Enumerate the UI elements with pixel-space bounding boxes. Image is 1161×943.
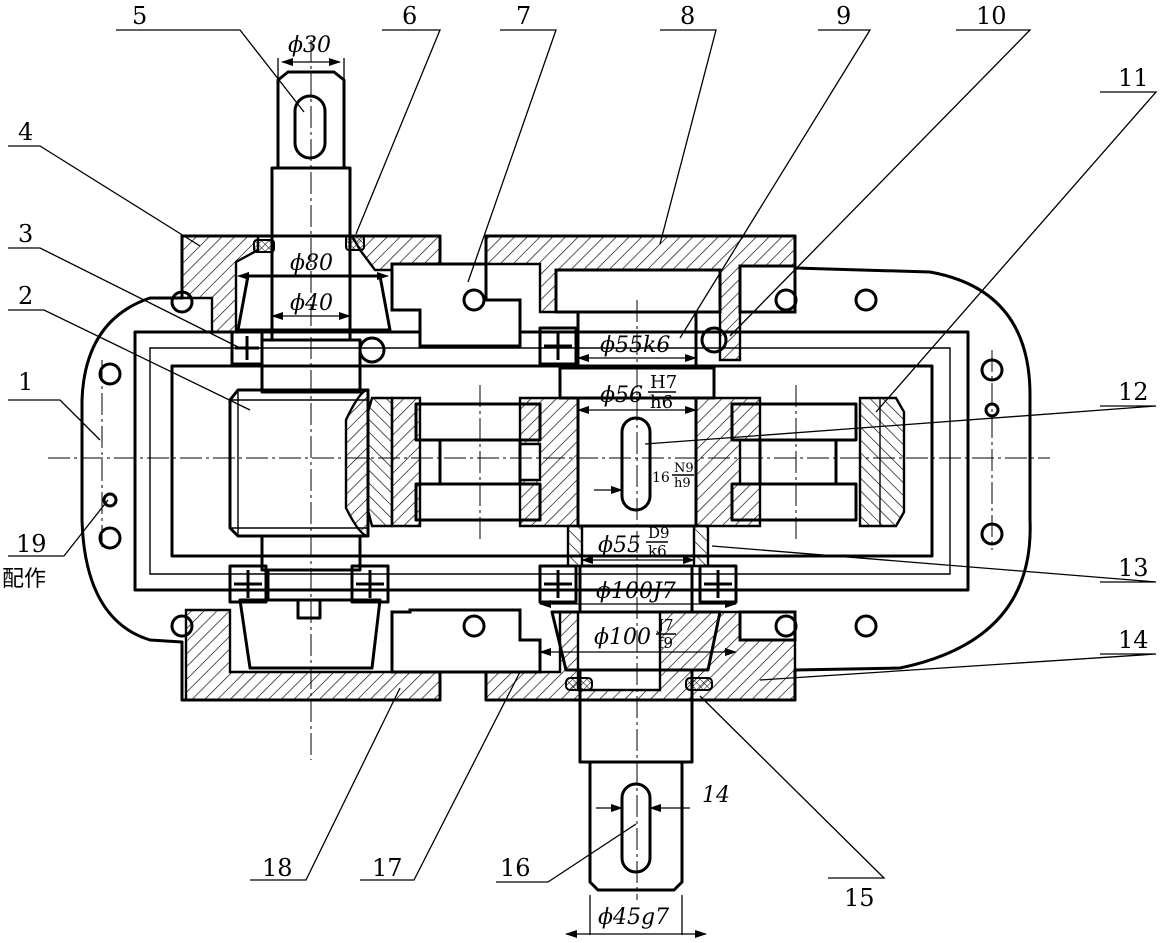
- dim-phi100J7: ϕ100J7: [596, 579, 676, 604]
- dim-key16-upper: N9: [674, 461, 694, 476]
- dim-phi55k6: ϕ55k6: [600, 333, 670, 358]
- callout-14: 14: [1118, 626, 1149, 654]
- callout-3: 3: [18, 220, 33, 248]
- dim-phi100-lower: f9: [658, 634, 673, 652]
- callout-9: 9: [836, 2, 851, 30]
- callout-18: 18: [262, 854, 293, 882]
- dim-phi100-base: ϕ100: [594, 625, 651, 650]
- bearing-blocks: [390, 262, 797, 674]
- dim-phi55-lower: k6: [648, 542, 667, 560]
- input-shaft: [236, 70, 392, 670]
- callout-17: 17: [372, 854, 403, 882]
- dim-key14: 14: [702, 783, 730, 808]
- callout-labels: 1 2 3 4 5 6 7 8 9 10 11 12 13 14 15 16 1…: [2, 2, 1149, 912]
- callout-2: 2: [18, 282, 33, 310]
- callout-19: 19: [16, 530, 47, 558]
- callout-16: 16: [500, 854, 531, 882]
- dim-phi55-upper: D9: [648, 524, 670, 542]
- center-lines: [48, 40, 1050, 900]
- dim-phi30: ϕ30: [288, 33, 331, 58]
- pinion-gear: [228, 388, 370, 538]
- plus-mark-6: [698, 564, 738, 604]
- dim-phi80: ϕ80: [290, 251, 333, 276]
- plus-mark-1: [230, 330, 264, 366]
- callout-leaders: [8, 29, 1158, 883]
- dim-phi56-lower: h6: [650, 392, 673, 413]
- dim-key16-base: 16: [652, 470, 670, 486]
- plus-mark-4: [350, 564, 390, 604]
- housing-outline: [80, 234, 1032, 702]
- plus-mark-5: [538, 564, 578, 604]
- dim-phi56-base: ϕ56: [600, 383, 643, 408]
- dim-key16-lower: h9: [674, 476, 691, 491]
- callout-7: 7: [516, 2, 531, 30]
- dimension-labels: ϕ30 ϕ80 ϕ40 ϕ55k6 ϕ56 H7 h6 16 N9 h9 ϕ55…: [288, 33, 730, 930]
- dim-phi45g7: ϕ45g7: [598, 905, 669, 930]
- callout-12: 12: [1118, 378, 1149, 406]
- plus-mark-3: [228, 564, 268, 604]
- callout-10: 10: [976, 2, 1007, 30]
- output-shaft: [550, 310, 722, 892]
- dim-phi40: ϕ40: [290, 291, 333, 316]
- callout-4: 4: [18, 118, 33, 146]
- callout-8: 8: [680, 2, 695, 30]
- callout-11: 11: [1118, 64, 1149, 92]
- callout-5: 5: [132, 2, 147, 30]
- callout-13: 13: [1118, 554, 1149, 582]
- callout-6: 6: [402, 2, 417, 30]
- plus-mark-2: [538, 326, 578, 366]
- match-drill-note: 配作: [2, 567, 46, 592]
- callout-15: 15: [844, 884, 875, 912]
- dim-phi55-base: ϕ55: [598, 533, 641, 558]
- large-gear: [366, 396, 906, 528]
- dim-phi56-upper: H7: [650, 372, 677, 393]
- dim-phi100-upper: J7: [656, 616, 674, 634]
- dimension-lines: [237, 58, 737, 938]
- callout-1: 1: [18, 368, 33, 396]
